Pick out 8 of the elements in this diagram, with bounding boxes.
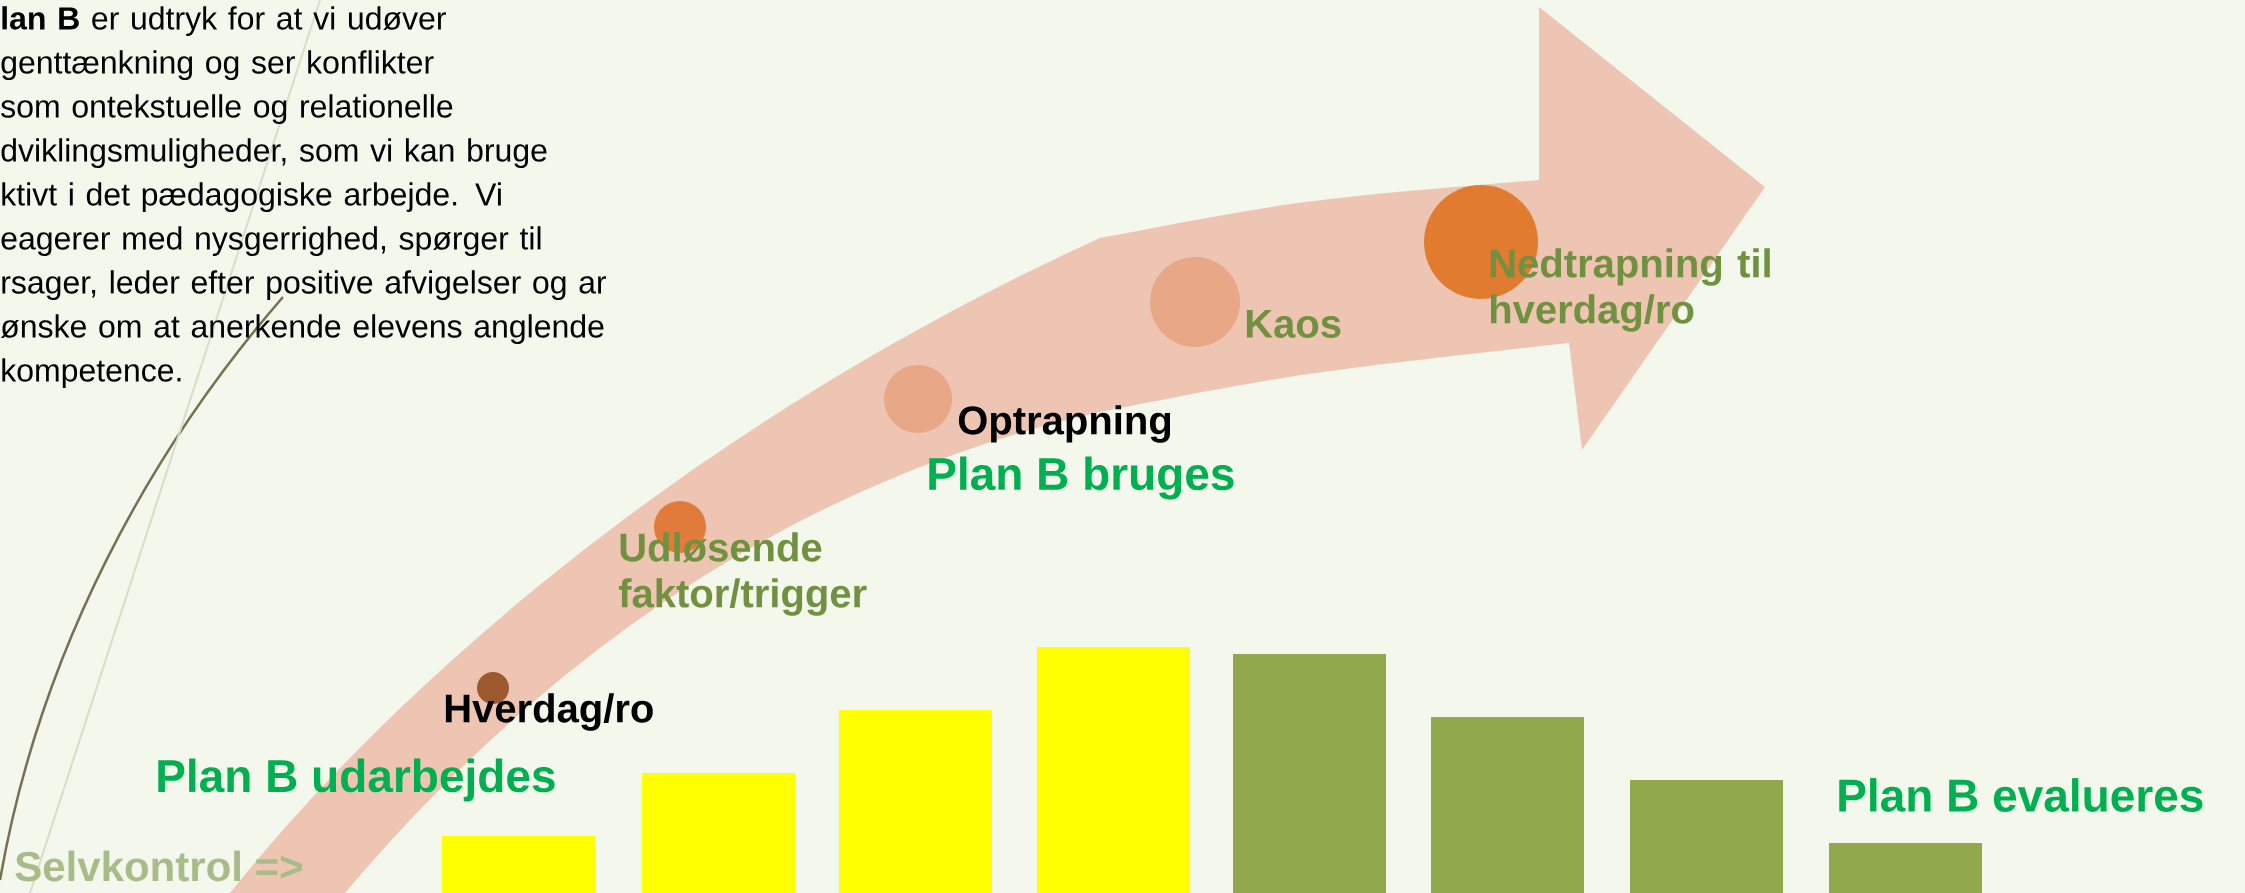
stage-label: Kaos: [1246, 310, 1341, 338]
phase-label: Selvkontrol =>: [15, 850, 302, 882]
phase-label: Plan B evalueres: [1839, 778, 2203, 812]
stage-label: Optrapning: [958, 405, 1171, 443]
stage-label: Udløsende faktor/trigger: [618, 532, 867, 616]
circle-marker: [884, 365, 952, 433]
circle-marker: [1150, 257, 1240, 347]
stage-label: Hverdag/ro: [445, 693, 653, 731]
